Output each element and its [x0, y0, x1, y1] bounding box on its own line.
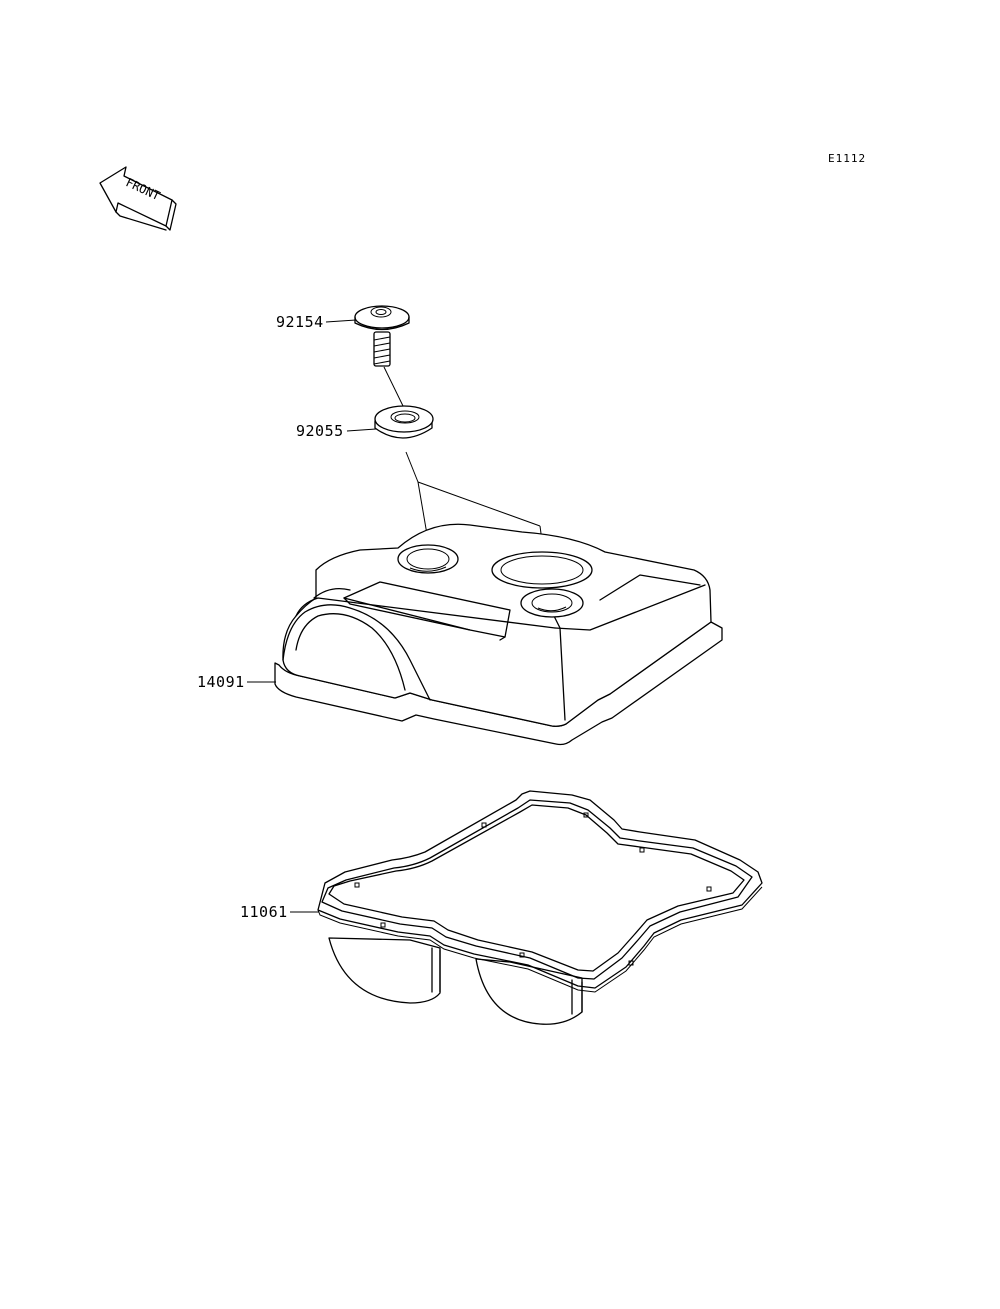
part-label-14091: 14091	[197, 673, 245, 691]
washer-92055	[374, 405, 434, 439]
front-arrow-icon: FRONT	[99, 166, 177, 231]
axis-line-bolt	[383, 366, 405, 409]
gasket-11061	[317, 790, 763, 1025]
cylinder-head-cover-14091	[274, 523, 723, 746]
bolt-92154	[354, 305, 410, 367]
diagram-code: E1112	[828, 152, 867, 165]
leader-92055	[346, 428, 377, 432]
leader-92154	[325, 319, 357, 323]
part-label-92055: 92055	[296, 422, 344, 440]
part-label-92154: 92154	[276, 313, 324, 331]
part-label-11061: 11061	[240, 903, 288, 921]
